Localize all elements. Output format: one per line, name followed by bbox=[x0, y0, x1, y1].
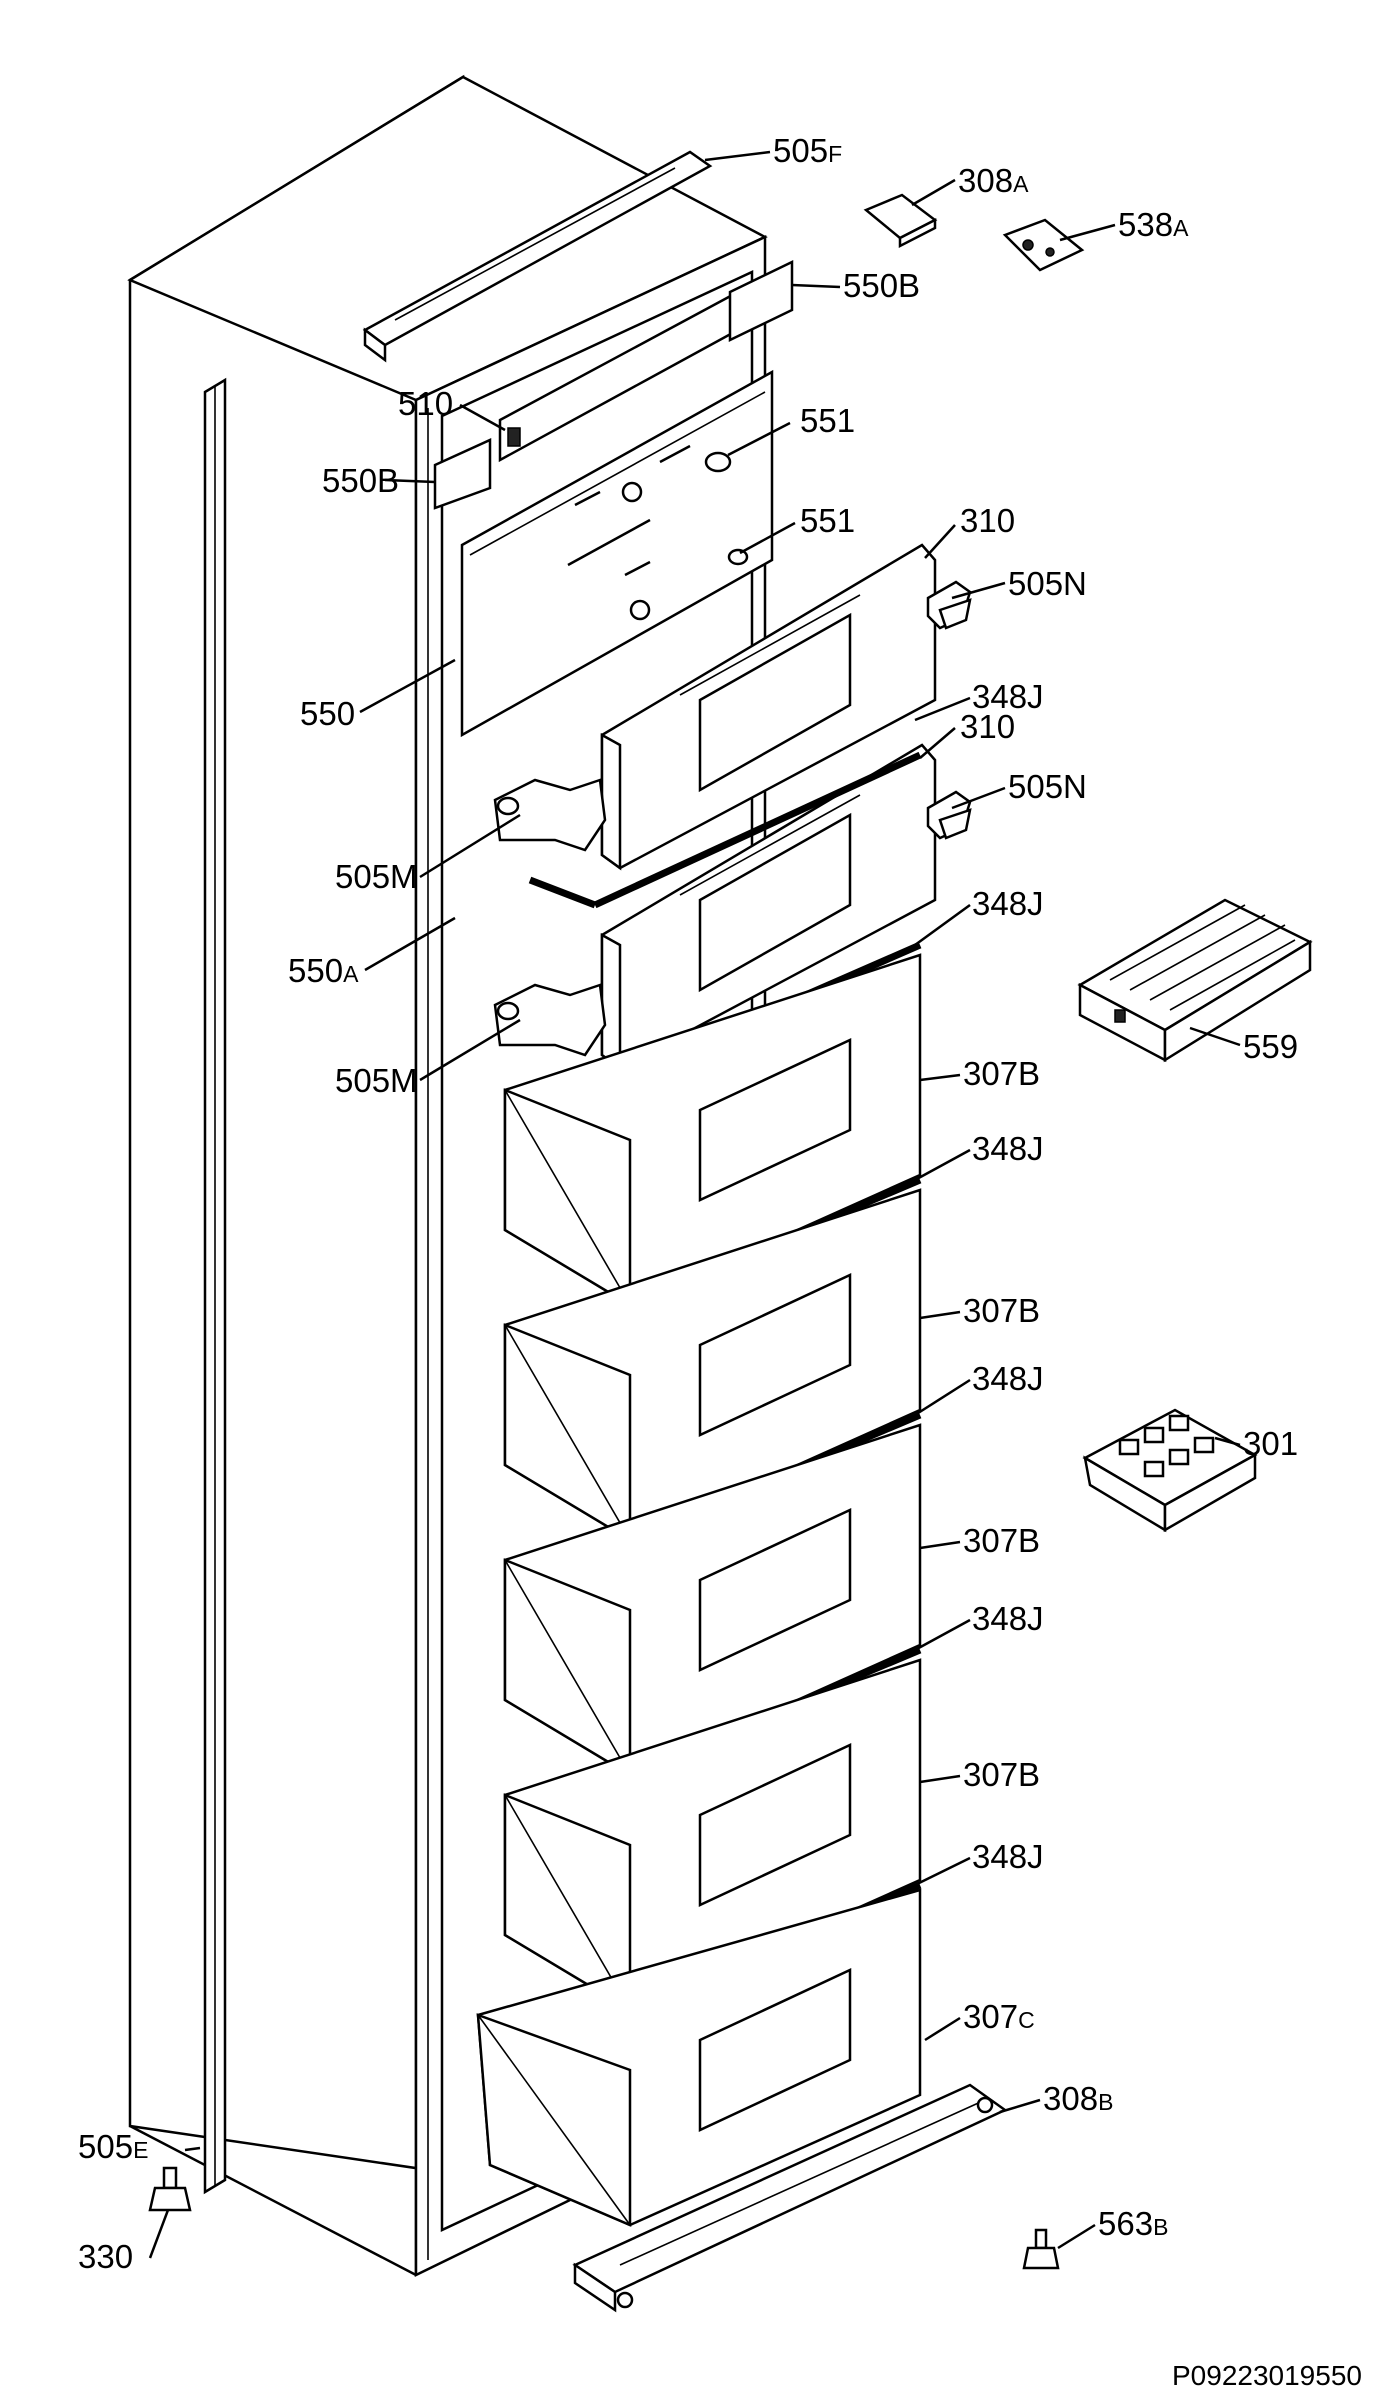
hinge-505m-upper bbox=[493, 778, 607, 852]
label-510: 510 bbox=[398, 385, 453, 422]
drawer-bottom bbox=[476, 1888, 922, 2227]
bottom-rail-308b bbox=[572, 2083, 1008, 2313]
label-505n-top: 505N bbox=[1008, 565, 1087, 602]
label-551-lower: 551 bbox=[800, 502, 855, 539]
ice-tray-301 bbox=[1082, 1408, 1258, 1533]
label-308b: 308B bbox=[1043, 2080, 1113, 2117]
label-550b-left: 550B bbox=[322, 462, 399, 499]
diagram-reference-code: P09223019550 bbox=[1172, 2360, 1362, 2391]
label-505f: 505F bbox=[773, 132, 842, 169]
label-563b: 563B bbox=[1098, 2205, 1168, 2242]
flap-panel-lower bbox=[600, 743, 937, 1071]
bracket-308a bbox=[863, 193, 938, 249]
label-310-top: 310 bbox=[960, 502, 1015, 539]
adjustable-foot-330 bbox=[148, 2166, 192, 2212]
label-330: 330 bbox=[78, 2238, 133, 2275]
drawer-3 bbox=[503, 1423, 922, 1778]
label-307c: 307C bbox=[963, 1998, 1035, 2035]
screw-563b bbox=[1022, 2228, 1060, 2270]
label-348j-5: 348J bbox=[972, 1600, 1044, 1637]
label-301: 301 bbox=[1243, 1425, 1298, 1462]
label-551-top: 551 bbox=[800, 402, 855, 439]
label-348j-4: 348J bbox=[972, 1360, 1044, 1397]
label-559: 559 bbox=[1243, 1028, 1298, 1065]
label-505m-lower: 505M bbox=[335, 1062, 418, 1099]
label-310-lower: 310 bbox=[960, 708, 1015, 745]
hinge-505m-lower bbox=[493, 983, 607, 1057]
label-307b-1: 307B bbox=[963, 1055, 1040, 1092]
bracket-538a bbox=[1002, 218, 1085, 272]
hinge-505n-upper bbox=[926, 580, 972, 630]
leader-lines bbox=[148, 150, 1241, 2259]
drawer-2 bbox=[503, 1188, 922, 1543]
label-505e: 505E bbox=[78, 2128, 148, 2165]
label-307b-3: 307B bbox=[963, 1522, 1040, 1559]
part-labels: 505F 308A 538A 550B 510 551 550B 551 310… bbox=[78, 132, 1298, 2275]
top-hinge-rail bbox=[362, 150, 713, 363]
label-348j-3: 348J bbox=[972, 1130, 1044, 1167]
label-348j-6: 348J bbox=[972, 1838, 1044, 1875]
label-505m-top: 505M bbox=[335, 858, 418, 895]
drawer-1 bbox=[503, 953, 922, 1308]
label-550: 550 bbox=[300, 695, 355, 732]
label-307b-4: 307B bbox=[963, 1756, 1040, 1793]
label-505n-lower: 505N bbox=[1008, 768, 1087, 805]
tray-cover-559 bbox=[1077, 898, 1313, 1063]
screw-551-upper bbox=[704, 451, 732, 473]
label-550a: 550A bbox=[288, 952, 359, 989]
label-348j-2: 348J bbox=[972, 885, 1044, 922]
label-348j-1: 348J bbox=[972, 678, 1044, 715]
flap-panel-upper bbox=[600, 543, 937, 871]
top-trim-panels bbox=[433, 260, 794, 510]
label-538a: 538A bbox=[1118, 206, 1189, 243]
label-307b-2: 307B bbox=[963, 1292, 1040, 1329]
label-550b-top: 550B bbox=[843, 267, 920, 304]
hinge-505n-lower bbox=[926, 790, 972, 840]
door-seal-strip bbox=[203, 377, 227, 2195]
label-308a: 308A bbox=[958, 162, 1029, 199]
